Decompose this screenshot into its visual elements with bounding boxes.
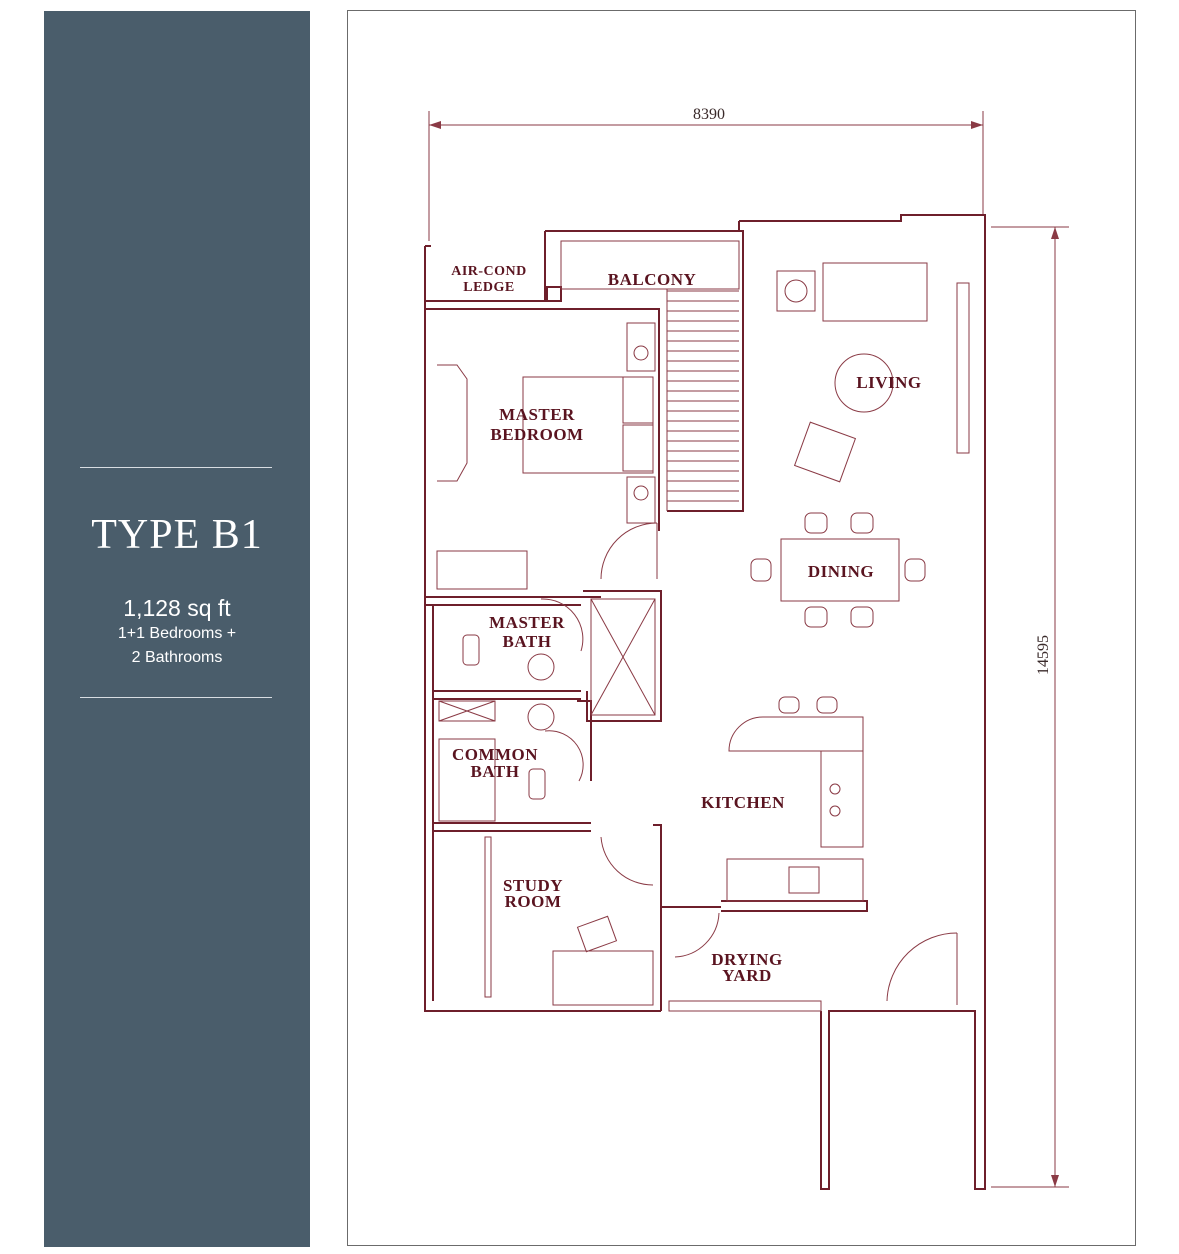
dining-set xyxy=(750,512,926,628)
interior-walls xyxy=(425,308,868,1011)
common-bath-label-1: COMMON xyxy=(452,745,538,764)
master-bedroom-label-2: BEDROOM xyxy=(490,425,583,444)
dimension-width: 8390 xyxy=(428,106,984,241)
living-furniture xyxy=(776,262,970,483)
bottom-divider xyxy=(80,697,272,698)
master-bath-fixtures xyxy=(462,598,656,716)
master-bath-label-2: BATH xyxy=(503,632,552,651)
study-furniture xyxy=(484,836,654,1006)
outer-walls xyxy=(424,214,986,1190)
master-bedroom-label-1: MASTER xyxy=(499,405,575,424)
depth-dimension-label: 14595 xyxy=(1035,635,1052,675)
common-bath-fixtures xyxy=(438,700,555,822)
dining-label: DINING xyxy=(808,562,874,581)
kitchen-fixtures xyxy=(726,696,864,902)
master-bath-label-1: MASTER xyxy=(489,613,565,632)
floor-plan-frame: 8390 14595 xyxy=(347,10,1136,1246)
balcony-area xyxy=(560,240,740,511)
unit-area: 1,128 sq ft xyxy=(123,595,231,621)
door-swings xyxy=(540,522,958,1005)
drying-yard-label-1: DRYING xyxy=(711,950,782,969)
unit-rooms-line1: 1+1 Bedrooms + xyxy=(117,625,237,642)
floor-plan: 8390 14595 xyxy=(424,106,1069,1190)
aircond-ledge-label-1: AIR-COND xyxy=(451,264,527,279)
unit-type-title: TYPE B1 xyxy=(91,512,263,558)
living-label: LIVING xyxy=(856,373,921,392)
master-bed xyxy=(436,322,656,590)
width-dimension-label: 8390 xyxy=(693,106,725,123)
room-labels: AIR-COND LEDGE BALCONY LIVING MASTER BED… xyxy=(451,264,921,985)
study-room-label-2: ROOM xyxy=(505,892,562,911)
common-bath-label-2: BATH xyxy=(471,762,520,781)
top-divider xyxy=(80,467,272,468)
balcony-label: BALCONY xyxy=(608,270,697,289)
kitchen-label: KITCHEN xyxy=(701,793,785,812)
unit-rooms-line2: 2 Bathrooms xyxy=(131,649,223,666)
unit-info-panel: TYPE B1 1,128 sq ft 1+1 Bedrooms + 2 Bat… xyxy=(44,11,310,1247)
study-room-label-1: STUDY xyxy=(503,876,563,895)
drying-yard-grille xyxy=(668,1000,822,1012)
dimension-depth: 14595 xyxy=(991,226,1069,1188)
aircond-ledge-label-2: LEDGE xyxy=(463,280,515,295)
drying-yard-label-2: YARD xyxy=(722,966,772,985)
